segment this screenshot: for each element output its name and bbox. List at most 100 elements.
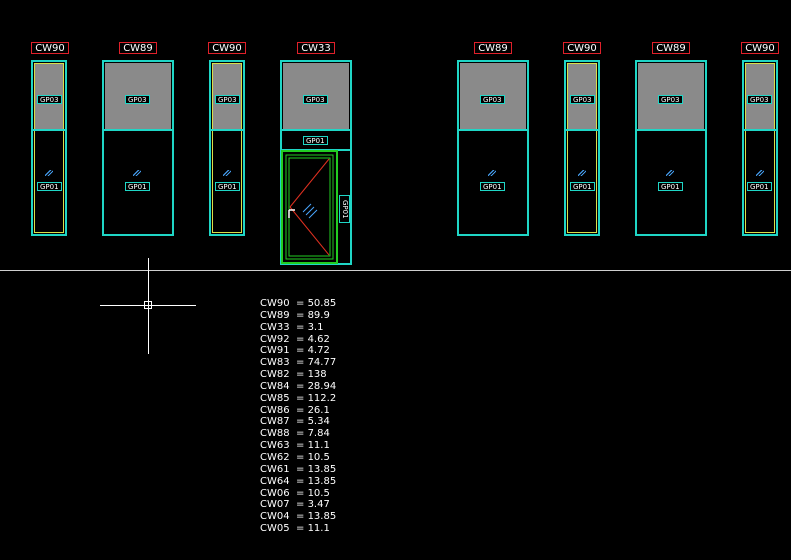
quantity-value: 138 [307,369,327,381]
equals-sign: = [296,321,308,333]
quantity-code: CW06 [260,487,290,499]
glass-label: GP01 [125,182,150,191]
quantity-value: 10.5 [307,487,330,499]
glass-label: GP01 [658,182,683,191]
transom-line [459,129,527,131]
curtain-wall-panel[interactable] [209,60,245,236]
quantity-row[interactable]: CW05= 11.1 [260,523,336,535]
quantity-row[interactable]: CW04= 13.85 [260,511,336,523]
quantity-row[interactable]: CW90 = 50.85 [260,298,336,310]
quantity-row[interactable]: CW87= 5.34 [260,416,336,428]
glass-label: GP01 [480,182,505,191]
quantity-code: CW90 [260,298,290,309]
quantity-code: CW64 [260,475,290,487]
panel-tag[interactable]: CW90 [31,42,69,54]
quantity-row[interactable]: CW84 = 28.94 [260,381,336,393]
quantity-code: CW85 [260,392,290,404]
quantity-value: 112.2 [307,392,337,404]
glazing-icon [578,170,586,176]
curtain-wall-panel[interactable] [31,60,67,236]
equals-sign: = [296,440,308,452]
quantity-code: CW62 [260,451,290,463]
quantity-value: 28.94 [307,380,337,392]
quantity-row[interactable]: CW06 = 10.5 [260,488,336,500]
quantity-row[interactable]: CW61= 13.85 [260,464,336,476]
glass-label: GP01 [570,182,595,191]
equals-sign: = [296,428,308,440]
quantity-code: CW07 [260,499,290,511]
quantity-code: CW84 [260,380,290,392]
panel-tag[interactable]: CW90 [563,42,601,54]
panel-inner-frame [212,63,242,233]
quantity-row[interactable]: CW63 = 11.1 [260,440,336,452]
quantity-code: CW33 [260,321,290,333]
curtain-wall-panel[interactable] [102,60,174,236]
quantity-value: 4.72 [307,345,330,357]
panel-tag[interactable]: CW33 [297,42,335,54]
transom-line [637,129,705,131]
quantity-code: CW83 [260,357,290,369]
glazing-icon [45,170,53,176]
quantity-value: 89.9 [307,309,330,321]
equals-sign: = [296,487,308,499]
panel-inner-frame [34,63,64,233]
equals-sign: = [296,392,308,404]
glass-label: GP01 [747,182,772,191]
equals-sign: = [296,451,308,463]
glass-label: GP01 [215,182,240,191]
glass-label: GP03 [215,95,240,104]
quantity-code: CW86 [260,404,290,416]
quantity-row[interactable]: CW82= 138 [260,369,336,381]
quantity-value: 13.85 [307,511,337,523]
panel-tag[interactable]: CW90 [208,42,246,54]
transom-line [566,129,598,131]
glass-label: GP01 [339,195,350,223]
quantity-row[interactable]: CW91= 4.72 [260,345,336,357]
equals-sign: = [296,404,308,416]
quantity-code: CW04 [260,511,290,523]
glazing-icon [133,170,141,176]
quantity-value: 3.47 [307,499,330,511]
glass-label: GP01 [303,136,328,145]
quantity-value: 13.85 [307,475,337,487]
quantity-row[interactable]: CW62 = 10.5 [260,452,336,464]
quantity-row[interactable]: CW88= 7.84 [260,428,336,440]
curtain-wall-panel[interactable] [457,60,529,236]
transom-line [744,129,776,131]
glass-label: GP03 [125,95,150,104]
equals-sign: = [296,463,308,475]
quantity-value: 74.77 [307,357,337,369]
quantity-code: CW63 [260,440,290,452]
curtain-wall-panel[interactable] [635,60,707,236]
panel-tag[interactable]: CW90 [741,42,779,54]
quantity-row[interactable]: CW07= 3.47 [260,499,336,511]
quantity-code: CW89 [260,309,290,321]
quantity-row[interactable]: CW85 = 112.2 [260,393,336,405]
panel-tag[interactable]: CW89 [119,42,157,54]
quantity-value: 26.1 [307,404,330,416]
quantity-row[interactable]: CW33= 3.1 [260,322,336,334]
equals-sign: = [296,333,308,345]
glass-label: GP01 [37,182,62,191]
cursor-pickbox-icon [144,301,152,309]
quantity-row[interactable]: CW83= 74.77 [260,357,336,369]
equals-sign: = [296,298,308,309]
quantity-row[interactable]: CW86 = 26.1 [260,405,336,417]
quantity-row[interactable]: CW64= 13.85 [260,476,336,488]
quantity-row[interactable]: CW89= 89.9 [260,310,336,322]
panel-inner-frame [745,63,775,233]
ground-line [0,270,791,271]
quantity-code: CW91 [260,345,290,357]
curtain-wall-panel[interactable] [742,60,778,236]
quantity-row[interactable]: CW92= 4.62 [260,334,336,346]
quantity-value: 10.5 [307,451,330,463]
panel-tag[interactable]: CW89 [652,42,690,54]
equals-sign: = [296,380,308,392]
door-leaf[interactable] [281,150,351,264]
panel-tag[interactable]: CW89 [474,42,512,54]
quantity-value: 50.85 [307,298,337,309]
glazing-icon [756,170,764,176]
curtain-wall-panel[interactable] [564,60,600,236]
quantity-value: 11.1 [307,440,330,452]
